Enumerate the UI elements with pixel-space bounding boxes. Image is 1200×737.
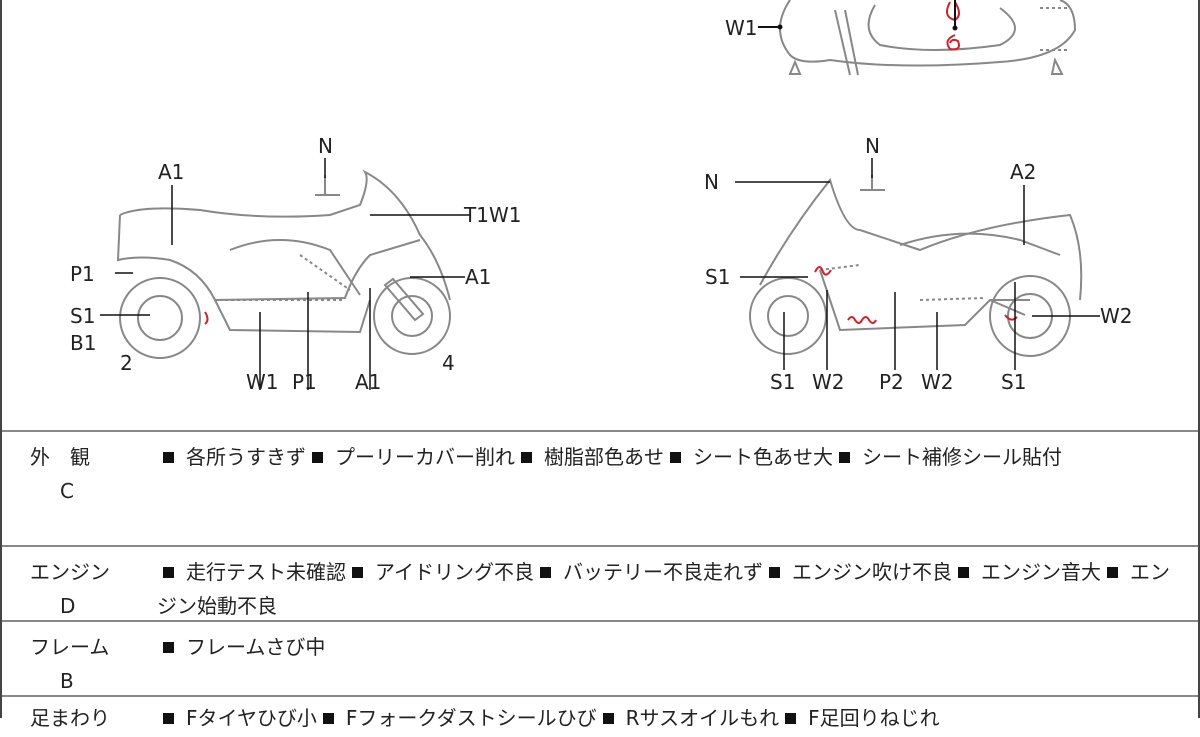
bullet-square-icon — [785, 713, 797, 724]
bullet-square-icon — [163, 642, 174, 653]
part-label: A1 — [355, 370, 382, 394]
table-row-suspension: 足まわり Fタイヤひび小 Fフォークダストシールひび Rサスオイルもれ F足回りねじれ — [2, 695, 1198, 737]
part-label: A2 — [1010, 160, 1037, 184]
bullet-square-icon — [163, 452, 174, 463]
inspection-item: Fフォークダストシールひび — [345, 706, 597, 730]
category-label: フレーム — [30, 635, 110, 659]
inspection-item: エンジン音大 — [981, 560, 1101, 584]
inspection-item: シート補修シール貼付 — [862, 445, 1062, 469]
table-row-engine: エンジン D 走行テスト未確認 アイドリング不良 バッテリー不良走れず エンジン吹け不良… — [2, 545, 1198, 620]
grade: B — [60, 669, 74, 693]
part-label: 2 — [120, 351, 133, 375]
damage-marks-top — [945, 1, 960, 51]
part-label: W1 — [246, 370, 279, 394]
inspection-item: フレームさび中 — [186, 635, 326, 659]
part-label: W2 — [1100, 304, 1133, 328]
part-label: P2 — [879, 370, 904, 394]
right-view-scooter — [749, 175, 1083, 357]
part-label: T1W1 — [464, 203, 522, 227]
part-label: S1 — [770, 370, 796, 394]
item-list: 各所うすきず プーリーカバー削れ 樹脂部色あせ シート色あせ大 シート補修シール貼付 — [157, 440, 1178, 474]
inspection-item: エンジン始動不良 — [157, 560, 1170, 618]
part-label: S1 — [70, 304, 96, 328]
part-label: W2 — [921, 370, 954, 394]
part-label: 4 — [442, 351, 455, 375]
inspection-item: シート色あせ大 — [693, 445, 833, 469]
inspection-item: Rサスオイルもれ — [625, 706, 780, 730]
inspection-item: アイドリング不良 — [375, 560, 534, 584]
part-label: P1 — [292, 370, 317, 394]
part-label: P1 — [70, 262, 95, 286]
part-label: B1 — [70, 331, 97, 355]
bullet-square-icon — [1107, 567, 1118, 578]
bullet-square-icon — [769, 567, 780, 578]
inspection-item: 樹脂部色あせ — [544, 445, 664, 469]
part-label: A1 — [465, 265, 492, 289]
damage-marks-side — [814, 266, 1018, 324]
part-label: N — [865, 134, 880, 158]
grade: D — [60, 594, 76, 618]
inspection-item: F足回りねじれ — [808, 706, 940, 730]
part-label: N — [704, 170, 719, 194]
part-label: W1 — [725, 16, 758, 40]
inspection-item: エンジン吹け不良 — [792, 560, 952, 584]
category-label: 外 観 — [30, 445, 90, 469]
grade: C — [60, 479, 74, 503]
bullet-square-icon — [540, 567, 551, 578]
bullet-square-icon — [602, 713, 614, 724]
inspection-item: プーリーカバー削れ — [335, 445, 515, 469]
category-label: エンジン — [30, 560, 110, 584]
bullet-square-icon — [670, 452, 681, 463]
part-label: N — [318, 134, 333, 158]
part-label: A1 — [158, 160, 185, 184]
inspection-item: バッテリー不良走れず — [563, 560, 763, 584]
bullet-square-icon — [322, 713, 334, 724]
bullet-square-icon — [521, 452, 532, 463]
inspection-item: Fタイヤひび小 — [186, 706, 317, 730]
table-row-frame: フレーム B フレームさび中 — [2, 620, 1198, 695]
bullet-square-icon — [163, 713, 174, 724]
scooter-diagram — [100, 0, 1100, 390]
inspection-sheet — [0, 0, 1200, 718]
part-label: S1 — [705, 265, 731, 289]
bullet-square-icon — [163, 567, 174, 578]
item-list: 走行テスト未確認 アイドリング不良 バッテリー不良走れず エンジン吹け不良 エンジン音大… — [157, 555, 1178, 623]
bullet-square-icon — [958, 567, 969, 578]
left-view-scooter — [116, 169, 451, 359]
part-label: S1 — [1001, 370, 1027, 394]
table-row-exterior: 外 観 C 各所うすきず プーリーカバー削れ 樹脂部色あせ シート色あせ大 シート補修シー… — [2, 430, 1198, 545]
top-view-scooter — [779, 0, 1077, 76]
category-label: 足まわり — [30, 706, 110, 730]
inspection-item: 各所うすきず — [186, 445, 306, 469]
part-label: W2 — [812, 370, 845, 394]
inspection-item: 走行テスト未確認 — [186, 560, 346, 584]
item-list: フレームさび中 — [157, 630, 1178, 664]
bullet-square-icon — [312, 452, 323, 463]
bullet-square-icon — [352, 567, 363, 578]
item-list: Fタイヤひび小 Fフォークダストシールひび Rサスオイルもれ F足回りねじれ — [157, 701, 1178, 735]
bullet-square-icon — [839, 452, 850, 463]
